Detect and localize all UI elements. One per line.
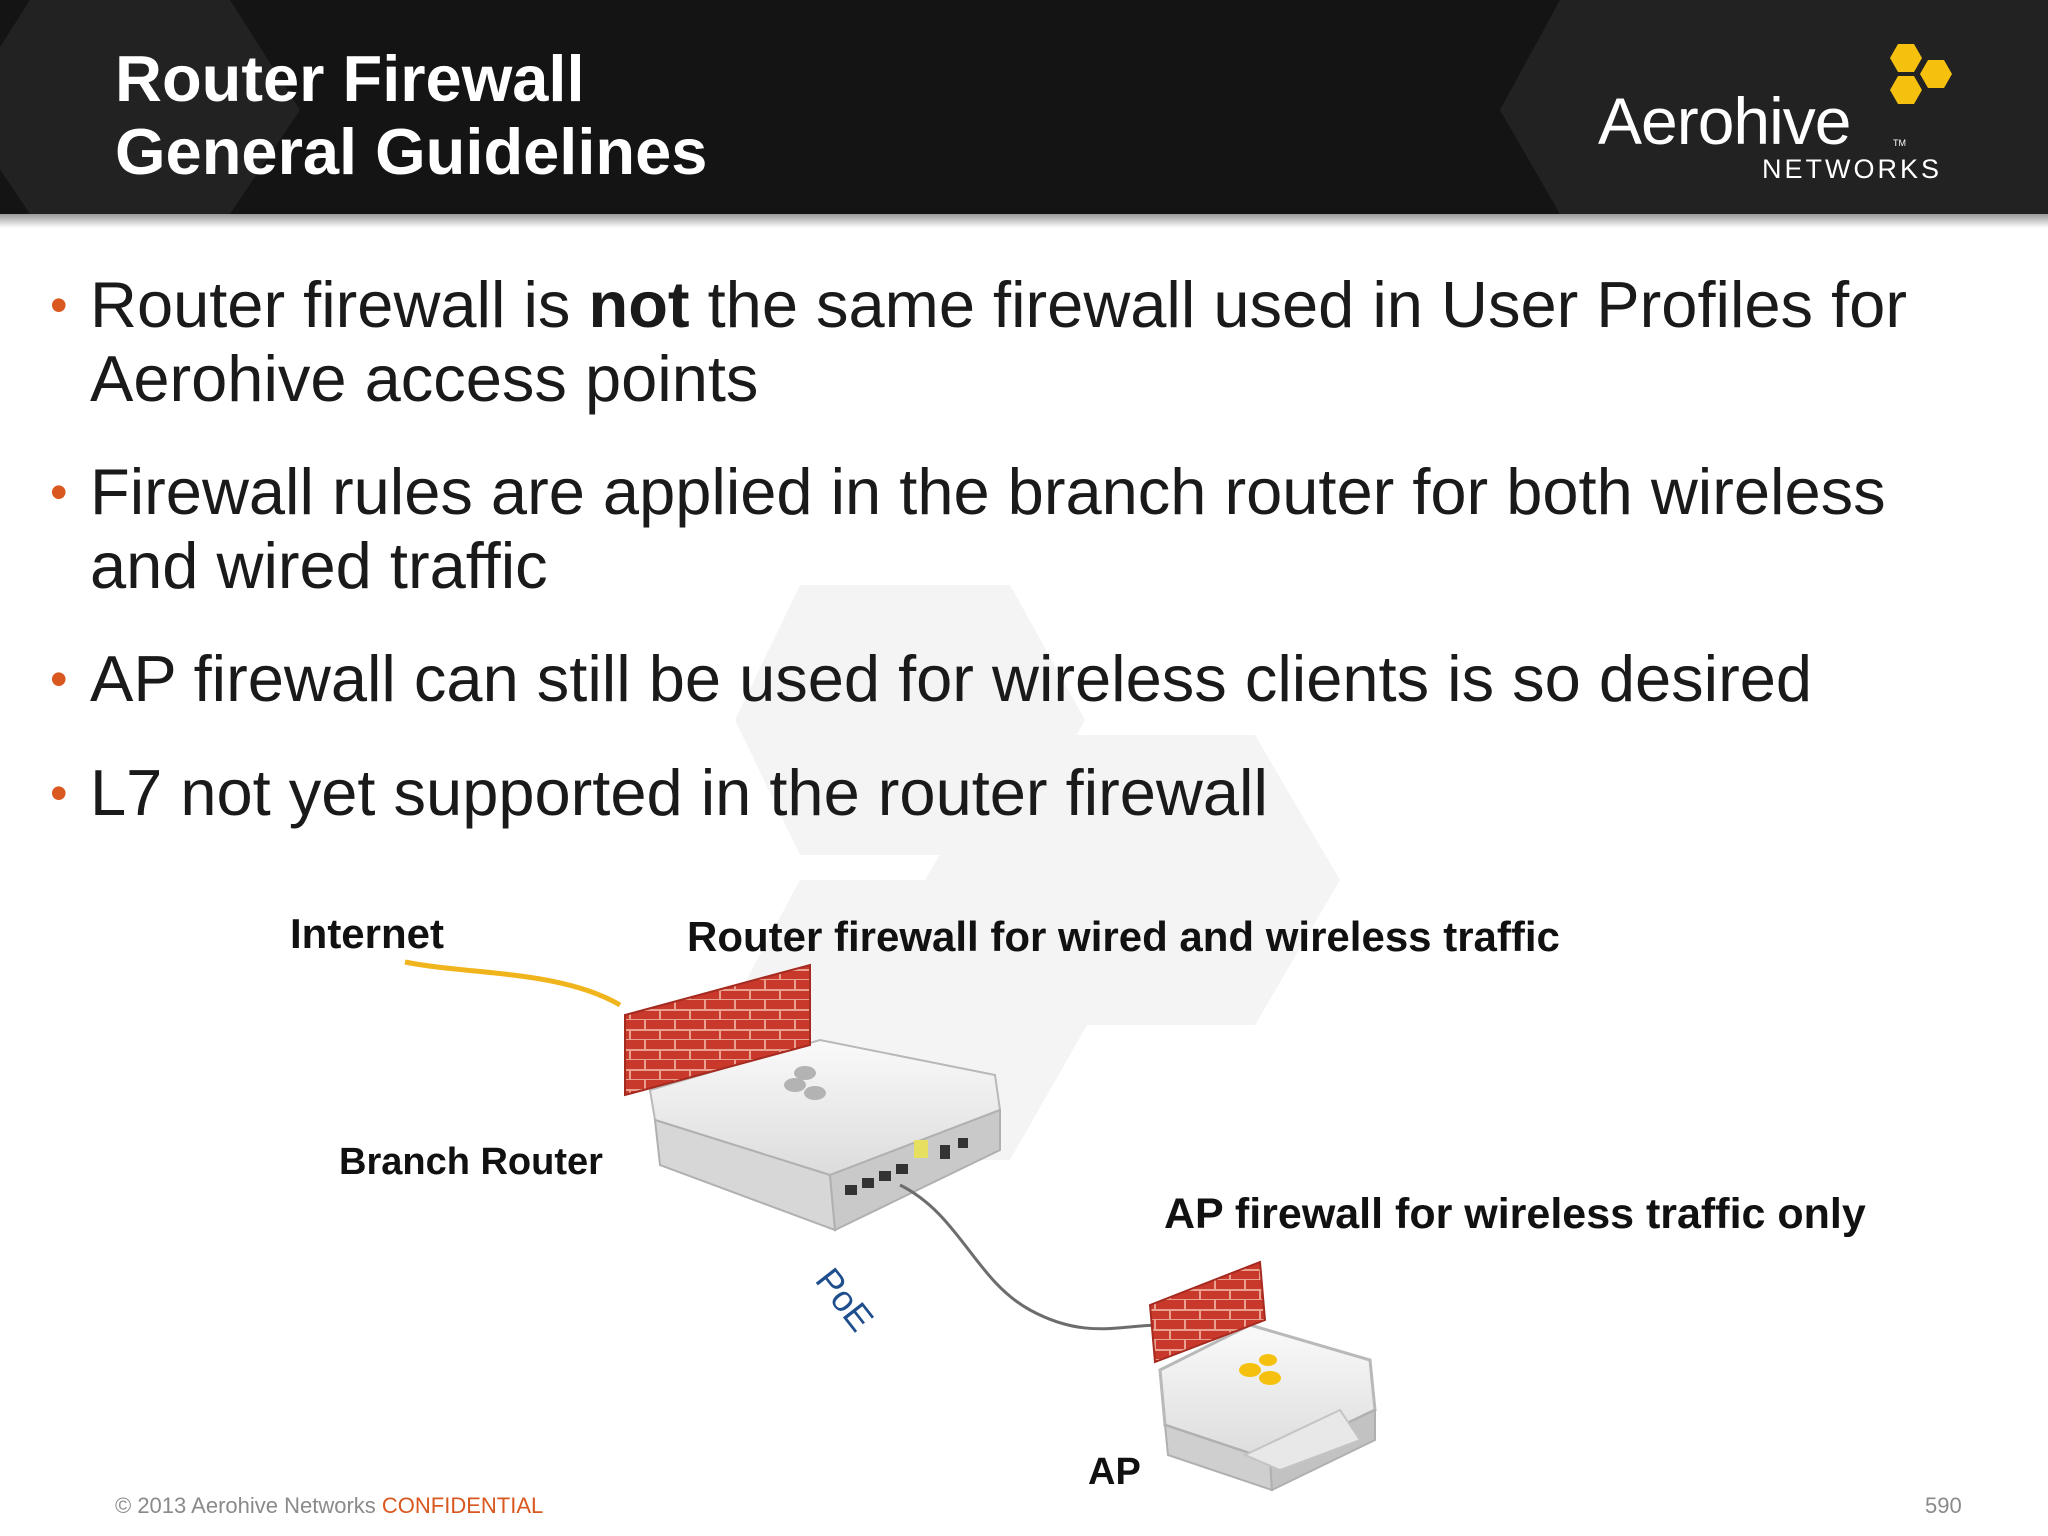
bullet-text: L7 not yet supported in the router firew… <box>90 756 1268 829</box>
bullet-item: • Firewall rules are applied in the bran… <box>50 455 2010 603</box>
bullet-item: • L7 not yet supported in the router fir… <box>50 756 2010 830</box>
label-router-firewall: Router firewall for wired and wireless t… <box>687 913 1560 960</box>
internet-cable <box>404 959 622 1008</box>
bullet-dot: • <box>50 277 68 333</box>
bullet-dot: • <box>50 765 68 821</box>
label-internet: Internet <box>290 910 445 957</box>
bullet-text: Firewall rules are applied in the branch… <box>90 455 1886 602</box>
slide-title-line-2: General Guidelines <box>115 115 708 188</box>
bullet-item: • AP firewall can still be used for wire… <box>50 642 2010 716</box>
access-point-icon <box>1158 1323 1377 1492</box>
slide-title-line-1: Router Firewall <box>115 42 585 115</box>
slide-header: Router Firewall General Guidelines Aeroh… <box>0 0 2048 214</box>
label-branch-router: Branch Router <box>339 1141 603 1183</box>
footer-confidential: CONFIDENTIAL <box>381 1493 544 1518</box>
logo-subtitle: NETWORKS <box>1762 154 1943 184</box>
bullet-item: • Router firewall is not the same firewa… <box>50 268 2010 416</box>
page-number: 590 <box>1925 1493 1962 1518</box>
footer-copyright: © 2013 Aerohive Networks CONFIDENTIAL <box>115 1493 544 1518</box>
header-shadow <box>0 214 2048 228</box>
bullet-text: AP firewall can still be used for wirele… <box>90 642 1813 715</box>
logo-trademark: TM <box>1893 138 1906 148</box>
bullet-text: Router firewall is not the same firewall… <box>90 268 1907 415</box>
firewall-brick-icon <box>1148 1260 1267 1364</box>
aerohive-hex-logo-icon <box>1890 44 1952 104</box>
logo-wordmark: Aerohive <box>1598 84 1851 158</box>
firewall-brick-icon <box>624 963 811 1097</box>
router-icon <box>648 1038 1002 1232</box>
label-ap-firewall: AP firewall for wireless traffic only <box>1164 1190 1866 1238</box>
bullet-dot: • <box>50 464 68 520</box>
poe-cable <box>899 1183 1161 1331</box>
bullet-dot: • <box>50 651 68 707</box>
bullet-emphasis: not <box>588 268 690 341</box>
label-ap: AP <box>1088 1451 1141 1493</box>
